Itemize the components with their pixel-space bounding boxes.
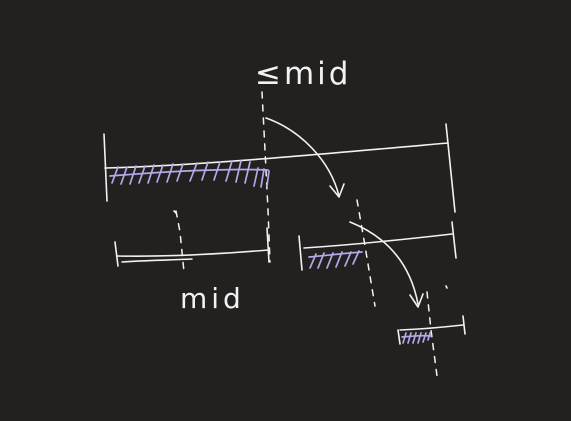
- right-child-hatch: [308, 250, 363, 269]
- hatch-mark: [235, 160, 242, 183]
- hatch-mark: [213, 161, 221, 181]
- hatch-band-line: [401, 334, 432, 338]
- main-interval-hatch: [109, 160, 270, 188]
- small-interval-left-bound: [397, 329, 401, 345]
- arrow-head: [409, 293, 424, 308]
- main-interval-right-bound: [445, 123, 456, 213]
- small-interval-line: [399, 324, 464, 331]
- main-interval: [103, 123, 456, 213]
- label-le-mid: ≤mid: [255, 56, 351, 92]
- hatch-mark: [266, 170, 270, 187]
- hatch-mark: [260, 168, 265, 188]
- hatch-mark: [253, 167, 259, 187]
- hatch-band-line: [109, 168, 269, 177]
- hatch-mark: [147, 164, 155, 184]
- hatch-mark: [412, 332, 417, 344]
- arrow-head: [329, 183, 345, 198]
- left-child-right-bound: [266, 227, 270, 263]
- right-child-mid-dashed: [356, 199, 376, 307]
- main-interval-line: [104, 142, 449, 169]
- label-mid: mid: [180, 282, 245, 315]
- hatch-mark: [156, 164, 164, 183]
- hatch-mark: [176, 163, 184, 182]
- arrow-curve: [265, 117, 340, 197]
- hatch-mark: [407, 332, 412, 344]
- left-child-line: [116, 249, 269, 257]
- hatch-mark: [225, 160, 233, 182]
- hatch-mark: [189, 162, 198, 182]
- stray-mark: [445, 285, 448, 289]
- stray-mark: [173, 210, 177, 214]
- hatch-mark: [402, 332, 407, 344]
- hatch-mark: [244, 161, 251, 184]
- left-child-mid-dashed: [175, 210, 185, 273]
- hatch-mark: [422, 332, 427, 343]
- mid-divider-dashed: [261, 91, 271, 263]
- hatch-mark: [352, 250, 360, 265]
- hatch-mark: [166, 163, 174, 183]
- right-child-interval: [298, 199, 457, 307]
- right-child-right-bound: [451, 221, 457, 259]
- right-child-line: [303, 233, 453, 249]
- hatch-mark: [417, 332, 422, 344]
- left-child-underline: [121, 258, 193, 263]
- small-interval-hatch: [401, 332, 432, 344]
- small-interval-right-bound: [462, 315, 466, 335]
- arrow-curve: [349, 221, 419, 305]
- hatch-mark: [138, 165, 146, 184]
- right-child-left-bound: [298, 235, 303, 271]
- hatch-mark: [344, 251, 352, 267]
- hatch-band-line: [308, 251, 363, 258]
- left-child-interval: [114, 210, 270, 273]
- arrow-to-small-interval: [349, 221, 424, 308]
- left-child-left-bound: [114, 241, 119, 267]
- small-interval-mid-dashed: [426, 291, 438, 377]
- arrow-to-right-child: [265, 117, 345, 198]
- small-interval: [397, 291, 466, 377]
